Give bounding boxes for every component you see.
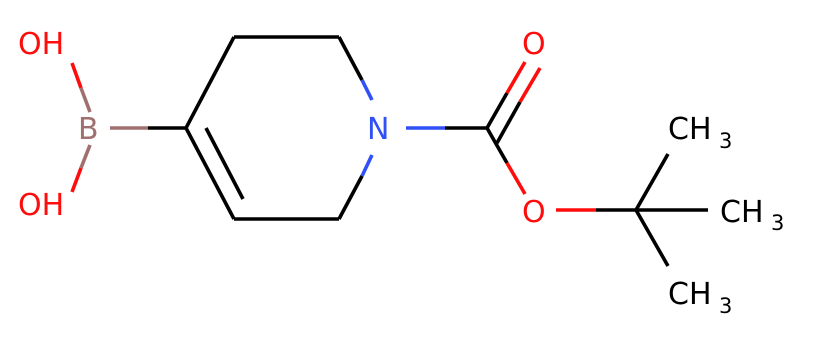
bond-oh-top-b bbox=[79, 87, 92, 113]
bond-ring-n-c6-carbon bbox=[337, 175, 364, 220]
ester-oxygen-label: O bbox=[522, 195, 546, 230]
bond-cq-ch3-bottom bbox=[634, 209, 670, 267]
bond-co-double-b-carbon bbox=[495, 101, 522, 144]
bond-ring-double-inner bbox=[204, 127, 245, 200]
bond-oh-bottom-b bbox=[79, 144, 92, 169]
bonds bbox=[70, 35, 708, 267]
bond-oh-bottom-o bbox=[70, 167, 83, 193]
bond-co-double-a-carbon bbox=[485, 92, 509, 129]
bond-cq-ch3-top bbox=[634, 153, 670, 211]
bond-oh-top-o bbox=[70, 62, 83, 89]
bond-ring-n-c6-nitrogen bbox=[360, 154, 374, 177]
bond-ring-c2-n-nitrogen bbox=[360, 79, 374, 101]
bond-ring-c5-c4 bbox=[184, 127, 236, 220]
bond-ring-c4-c3 bbox=[184, 36, 236, 129]
oh-top-label: OH bbox=[18, 27, 64, 62]
ch3-top-sub: 3 bbox=[719, 129, 732, 153]
oh-bottom-label: OH bbox=[18, 188, 64, 223]
methyl-mid: CH 3 bbox=[720, 195, 784, 235]
bond-c-o-ester-carbon bbox=[485, 127, 509, 164]
ch3-mid-main: CH bbox=[720, 195, 764, 230]
bond-ring-c2-n-carbon bbox=[337, 36, 364, 81]
carbonyl-oxygen-label: O bbox=[522, 27, 546, 62]
boron-label: B bbox=[78, 112, 99, 147]
bond-co-double-b-oxygen bbox=[518, 67, 542, 103]
methyl-top: CH 3 bbox=[668, 112, 732, 153]
ch3-top-main: CH bbox=[668, 112, 712, 147]
ch3-mid-sub: 3 bbox=[771, 211, 784, 235]
bond-co-double-a-oxygen bbox=[505, 61, 527, 94]
bond-c-o-ester-oxygen bbox=[505, 162, 527, 195]
methyl-bottom: CH 3 bbox=[668, 277, 732, 318]
ch3-bottom-main: CH bbox=[668, 277, 712, 312]
nitrogen-label: N bbox=[367, 112, 389, 147]
ch3-bottom-sub: 3 bbox=[719, 294, 732, 318]
